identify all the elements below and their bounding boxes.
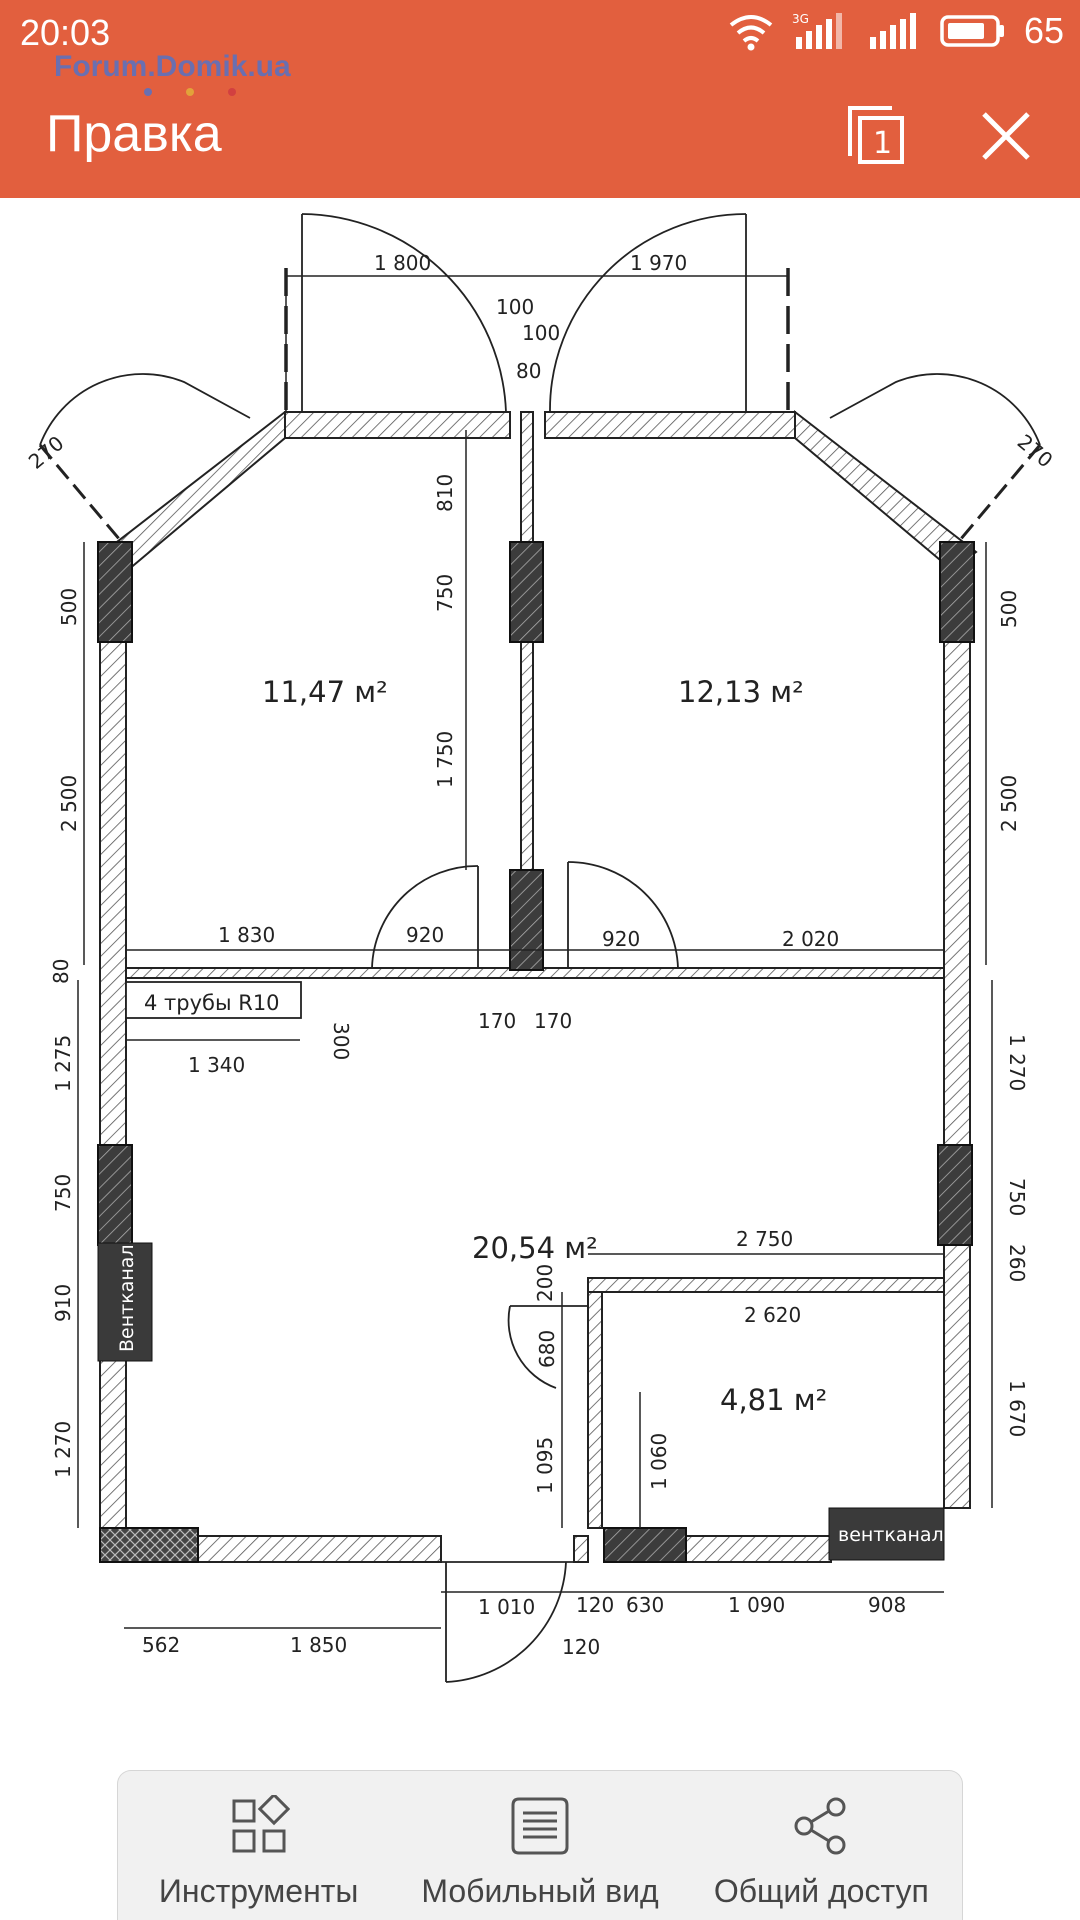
svg-text:680: 680 — [535, 1330, 559, 1368]
svg-text:270: 270 — [24, 431, 69, 474]
room-area-4: 4,81 м² — [720, 1383, 827, 1417]
watermark: Forum.Domik.ua — [54, 50, 291, 83]
floor-plan[interactable]: 4 трубы R10 Вентканал вентканал 11,47 м²… — [0, 198, 1080, 1738]
app-header: 20:03 3G 65 Forum.Domik — [0, 0, 1080, 198]
svg-text:750: 750 — [433, 574, 457, 612]
svg-text:1 270: 1 270 — [51, 1421, 75, 1478]
svg-text:630: 630 — [626, 1593, 664, 1617]
page-title: Правка — [46, 105, 222, 163]
room-area-2: 12,13 м² — [678, 675, 804, 709]
room-areas: 11,47 м² 12,13 м² 20,54 м² 4,81 м² — [262, 675, 827, 1417]
svg-text:810: 810 — [433, 474, 457, 512]
svg-text:100: 100 — [522, 321, 560, 345]
svg-text:920: 920 — [602, 927, 640, 951]
battery-level: 65 — [1023, 10, 1064, 51]
battery-icon — [940, 15, 1004, 47]
tools-icon — [232, 1795, 290, 1853]
svg-text:170: 170 — [478, 1009, 516, 1033]
svg-text:750: 750 — [1005, 1178, 1029, 1216]
svg-text:1 275: 1 275 — [51, 1035, 75, 1092]
svg-text:3G: 3G — [792, 12, 809, 26]
svg-text:1 970: 1 970 — [630, 251, 687, 275]
mobile-view-label: Мобильный вид — [421, 1873, 659, 1909]
svg-text:1 270: 1 270 — [1005, 1034, 1029, 1091]
share-icon — [794, 1797, 846, 1855]
svg-text:1: 1 — [873, 126, 892, 161]
room-area-1: 11,47 м² — [262, 675, 388, 709]
share-button[interactable]: Общий доступ — [681, 1771, 961, 1920]
svg-text:1 095: 1 095 — [533, 1437, 557, 1494]
svg-text:270: 270 — [1013, 429, 1058, 472]
bottom-toolbar: Инструменты Мобильный вид Общий доступ — [117, 1770, 963, 1920]
svg-text:260: 260 — [1005, 1244, 1029, 1282]
svg-text:1 750: 1 750 — [433, 731, 457, 788]
svg-text:750: 750 — [51, 1174, 75, 1212]
vent-shafts: Вентканал вентканал — [97, 1242, 945, 1561]
cell-signal-3g-icon: 3G — [792, 12, 842, 49]
share-label: Общий доступ — [713, 1873, 929, 1909]
dimension-lines — [77, 268, 993, 1629]
svg-text:2 020: 2 020 — [782, 927, 839, 951]
svg-text:910: 910 — [51, 1284, 75, 1322]
svg-text:562: 562 — [142, 1633, 180, 1657]
vent-left-label: Вентканал — [116, 1244, 138, 1352]
cell-signal-icon — [869, 13, 916, 49]
svg-text:80: 80 — [49, 959, 73, 984]
svg-text:1 670: 1 670 — [1005, 1380, 1029, 1437]
tools-button[interactable]: Инструменты — [119, 1771, 399, 1920]
svg-text:100: 100 — [496, 295, 534, 319]
svg-text:1 090: 1 090 — [728, 1593, 785, 1617]
watermark-dots — [144, 88, 236, 96]
pipes-label: 4 трубы R10 — [144, 991, 280, 1015]
svg-text:908: 908 — [868, 1593, 906, 1617]
close-icon[interactable] — [970, 100, 1042, 172]
svg-text:1 340: 1 340 — [188, 1053, 245, 1077]
room-area-3: 20,54 м² — [472, 1231, 598, 1265]
svg-text:500: 500 — [57, 588, 81, 626]
page-switcher-icon[interactable]: 1 — [840, 100, 912, 172]
svg-text:300: 300 — [329, 1022, 353, 1060]
vent-right-label: вентканал — [838, 1524, 944, 1546]
tools-label: Инструменты — [158, 1873, 359, 1909]
dimension-labels: 1 800 1 970 100 100 80 270 270 810 750 1… — [24, 251, 1058, 1659]
svg-text:2 750: 2 750 — [736, 1227, 793, 1251]
mobile-view-button[interactable]: Мобильный вид — [400, 1771, 680, 1920]
svg-text:200: 200 — [533, 1264, 557, 1302]
mobile-view-icon — [511, 1797, 569, 1855]
svg-text:1 010: 1 010 — [478, 1595, 535, 1619]
svg-text:500: 500 — [997, 590, 1021, 628]
wall-blocks — [97, 541, 975, 1563]
svg-text:2 500: 2 500 — [57, 775, 81, 832]
wifi-icon — [729, 15, 773, 51]
svg-text:1 800: 1 800 — [374, 251, 431, 275]
status-time: 20:03 — [20, 12, 111, 53]
svg-text:1 830: 1 830 — [218, 923, 275, 947]
svg-text:2 620: 2 620 — [744, 1303, 801, 1327]
svg-text:2 500: 2 500 — [997, 775, 1021, 832]
status-icons: 3G 65 — [728, 10, 1064, 52]
svg-text:1 850: 1 850 — [290, 1633, 347, 1657]
svg-text:120: 120 — [576, 1593, 614, 1617]
svg-text:120: 120 — [562, 1635, 600, 1659]
svg-text:920: 920 — [406, 923, 444, 947]
svg-text:170: 170 — [534, 1009, 572, 1033]
svg-text:1 060: 1 060 — [647, 1433, 671, 1490]
pipes-box: 4 трубы R10 — [125, 981, 302, 1019]
svg-text:80: 80 — [516, 359, 541, 383]
